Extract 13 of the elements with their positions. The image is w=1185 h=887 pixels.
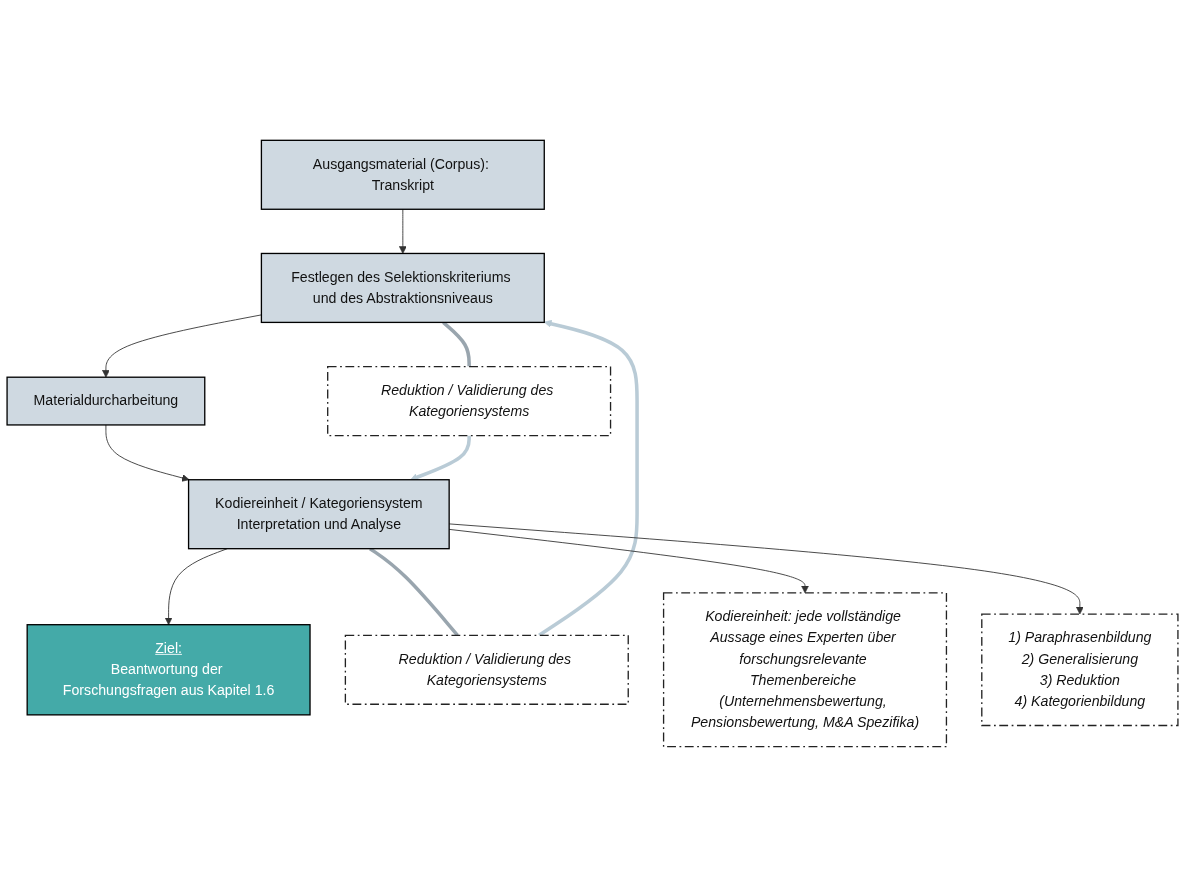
node-box: Kodiereinheit / Kategoriensystem Interpretation und Analyse [187,479,450,550]
arrow [410,435,471,481]
node-box: Materialdurcharbeitung [6,376,206,426]
node-box: Kodiereinheit: jede vollständige Aussage eines Experten über forschungsrelevante Themenbereiche (Unternehmensbewertung, Pensionsbewertung, M&A Spezifika) [662,592,948,748]
connector [442,321,471,367]
arrow [538,319,639,637]
node-box: 1) Paraphrasenbildung 2) Generalisierung 3) Reduktion 4) Kategorienbildung [981,613,1179,727]
node-box: Ausgangsmaterial (Corpus): Transkript [260,139,545,210]
connector [369,547,459,637]
node-box: Reduktion / Validierung des Kategoriensystems [327,365,612,437]
node-box: Reduktion / Validierung des Kategoriensystems [344,634,629,705]
node-box: Festlegen des Selektionskriteriums und des Abstraktionsniveaus [260,252,545,324]
node-box: Ziel: Beantwortung der Forschungsfragen aus Kapitel 1.6 [26,624,311,716]
